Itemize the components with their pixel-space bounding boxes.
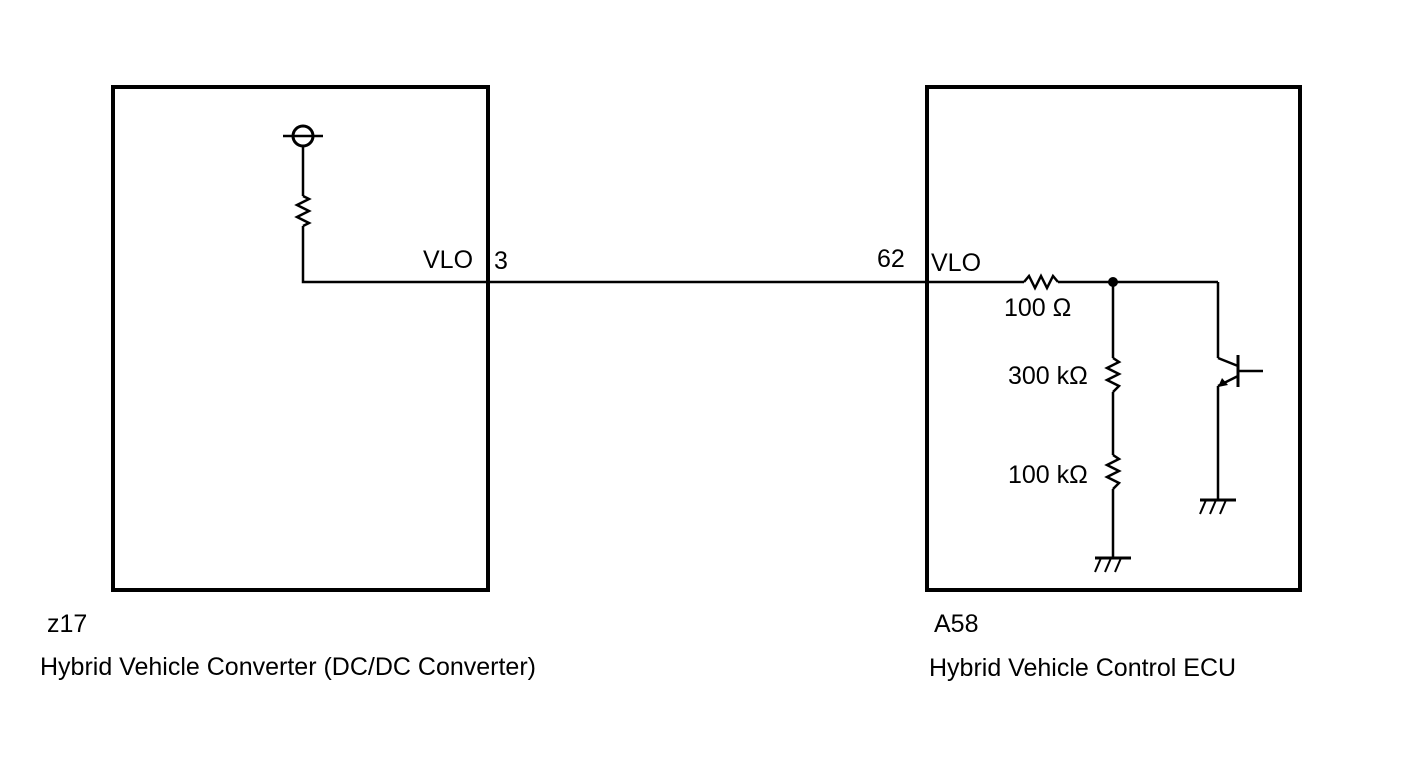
right-module-code: A58 (934, 610, 978, 638)
transistor-icon (1217, 355, 1263, 388)
right-terminal-name: VLO (931, 249, 981, 277)
divider-upper-label: 300 kΩ (1008, 362, 1088, 390)
series-resistor-label: 100 Ω (1004, 294, 1071, 322)
left-module-name: Hybrid Vehicle Converter (DC/DC Converte… (40, 653, 536, 681)
resistor-icon (1023, 273, 1059, 291)
ground-icon (1199, 498, 1236, 515)
right-module-box (925, 85, 1302, 592)
left-terminal-number: 3 (494, 247, 508, 275)
left-module-code: z17 (47, 610, 87, 638)
resistor-icon (1104, 356, 1122, 393)
ground-icon (1094, 556, 1131, 573)
right-module-name: Hybrid Vehicle Control ECU (929, 654, 1236, 682)
power-source-icon (283, 124, 323, 148)
right-terminal-number: 62 (877, 245, 905, 273)
divider-lower-label: 100 kΩ (1008, 461, 1088, 489)
resistor-icon (294, 194, 312, 228)
left-supply-wire-bottom (301, 226, 488, 284)
resistor-icon (1104, 453, 1122, 490)
left-module-box (111, 85, 490, 592)
left-terminal-name: VLO (423, 246, 473, 274)
